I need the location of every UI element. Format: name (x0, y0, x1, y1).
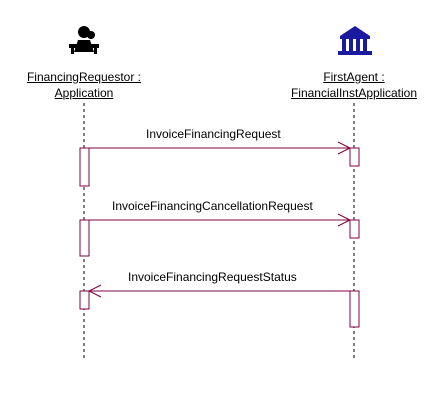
activation-requestor-1 (79, 147, 90, 187)
participant-agent-name: FirstAgent : (323, 70, 385, 84)
activation-requestor-2 (79, 219, 90, 257)
participant-requestor-type: Application (54, 86, 114, 100)
activation-agent-1 (349, 147, 360, 167)
activation-agent-2 (349, 219, 360, 239)
message-arrow-1 (89, 141, 352, 155)
message-label-1: InvoiceFinancingRequest (146, 127, 281, 141)
message-label-3: InvoiceFinancingRequestStatus (128, 270, 297, 284)
activation-requestor-3 (79, 290, 90, 310)
participant-agent-type: FinancialInstApplication (290, 86, 418, 100)
participant-requestor-name: FinancingRequestor : (26, 70, 142, 84)
message-arrow-2 (89, 213, 352, 227)
person-at-desk-icon (69, 26, 99, 54)
message-label-2: InvoiceFinancingCancellationRequest (112, 199, 313, 213)
message-arrow-3 (87, 284, 350, 298)
bank-building-icon (338, 26, 372, 55)
activation-agent-3 (349, 290, 360, 328)
